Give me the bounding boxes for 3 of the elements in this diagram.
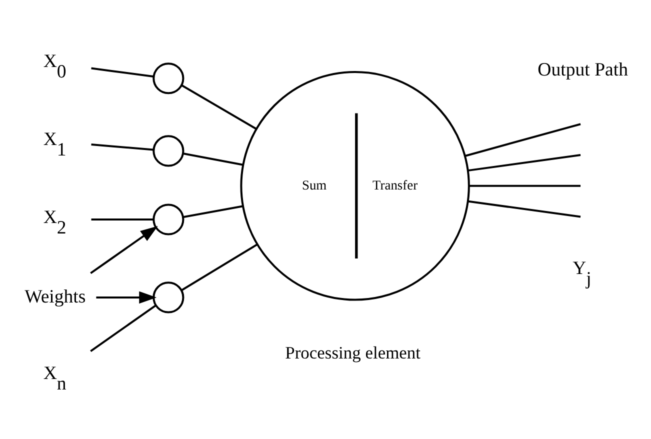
node-text: Weights: [24, 286, 86, 308]
label: Output Path: [538, 59, 628, 80]
node-label: Processing element: [285, 342, 421, 362]
